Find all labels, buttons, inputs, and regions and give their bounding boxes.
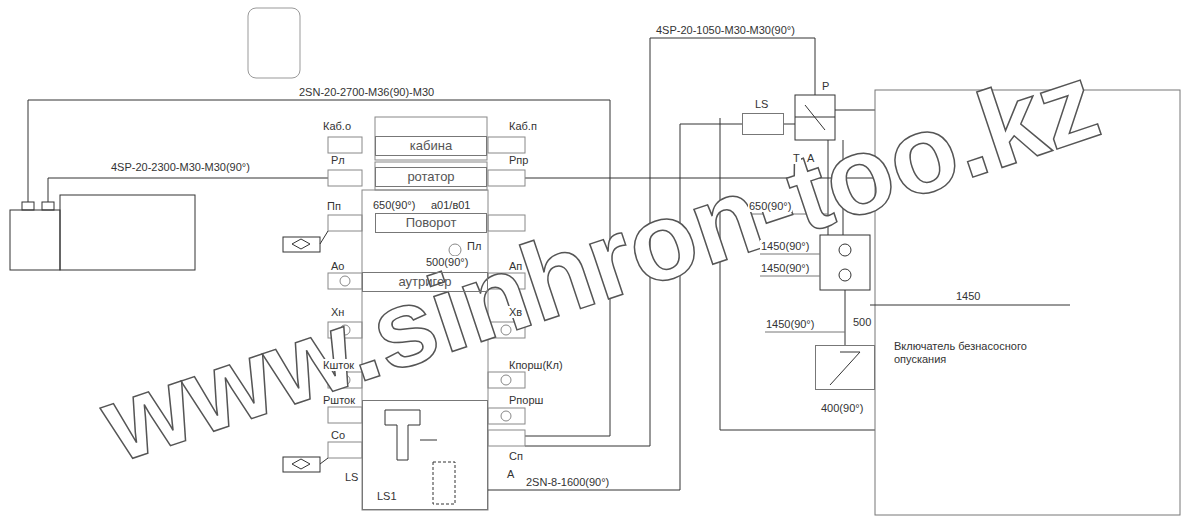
port-label: Рл	[330, 154, 346, 166]
node-text: аутригер	[399, 275, 452, 290]
port-label: Кшток	[322, 359, 355, 371]
watermark: www.sinhron-too.kz	[88, 40, 1112, 485]
valve-section: LS	[742, 113, 784, 135]
pipe	[320, 231, 328, 244]
leader-line	[760, 276, 820, 277]
port-label: 1450	[955, 290, 981, 302]
port-label: 400(90°)	[820, 402, 864, 414]
port-label: 1450(90°)	[760, 262, 810, 274]
pump-box	[10, 210, 60, 270]
node-text: ротатор	[407, 170, 454, 185]
valve-section: аутригер	[362, 272, 488, 292]
check-valve	[283, 237, 320, 252]
ls-symbol	[433, 462, 455, 504]
port-label: Хв	[508, 306, 523, 318]
port	[42, 202, 54, 210]
port-label: Кпорш(Кл)	[508, 359, 564, 371]
port-label: Ао	[330, 260, 345, 272]
port-block	[328, 137, 362, 153]
section-outline	[375, 117, 487, 160]
check-valve-diamond	[292, 239, 310, 249]
port-label: 650(90°)	[372, 199, 416, 211]
node-text: кабина	[410, 139, 452, 154]
port-block	[328, 442, 362, 458]
pipe	[48, 178, 328, 202]
port-label: Ршток	[322, 394, 356, 406]
port-label: T	[792, 152, 801, 164]
port-block	[328, 170, 362, 186]
node-text: Включатель безнасосного опускания	[894, 340, 1034, 365]
port-label: 1450(90°)	[760, 240, 810, 252]
port-circle	[839, 269, 851, 281]
port	[22, 202, 34, 210]
port-circle	[501, 375, 511, 385]
valve-section: кабина	[375, 136, 487, 156]
cabin-outline	[248, 8, 300, 78]
port-block	[328, 215, 362, 231]
port-label: Пл	[466, 240, 482, 252]
port-block	[488, 137, 525, 153]
port-label: LS	[344, 471, 359, 483]
node-text: LS	[755, 98, 768, 111]
scheme-lines	[10, 8, 1180, 515]
port-label: Хн	[330, 306, 345, 318]
pipe	[784, 124, 795, 125]
section-outline	[375, 162, 487, 190]
valve-section: ротатор	[375, 167, 487, 187]
node-text: LS1	[377, 490, 397, 503]
check-valve-diamond	[292, 459, 310, 469]
port-label: а01/в01	[430, 199, 472, 211]
port-label: P	[821, 80, 830, 92]
port-label: Каб.о	[322, 120, 352, 132]
port-label: Рпр	[508, 154, 529, 166]
port-label: 4SP-20-1050-M30-M30(90°)	[655, 24, 796, 36]
pipe	[870, 305, 1070, 306]
pipe	[845, 290, 846, 345]
port-block	[488, 430, 525, 446]
valve-section: Включатель безнасосного опускания	[815, 345, 875, 390]
port-block	[488, 170, 525, 186]
node-text: Поворот	[406, 216, 457, 231]
tank-box	[60, 195, 195, 270]
port-label: Каб.п	[508, 120, 538, 132]
hose-label: 2SN-8-1600(90°)	[525, 476, 610, 488]
switch-symbol	[840, 352, 860, 353]
port-label: Ап	[508, 260, 523, 272]
port-label: Рпорш	[508, 394, 544, 406]
port-block	[488, 372, 525, 388]
port-circle	[501, 411, 511, 421]
port-label: 500(90°)	[425, 256, 469, 268]
valve-section: Поворот	[375, 213, 487, 233]
port-circle	[839, 244, 851, 256]
port-label: 2SN-20-2700-M36(90)-M30	[298, 86, 435, 98]
check-valve	[283, 457, 320, 472]
port-label: Пп	[326, 200, 342, 212]
port-label: A	[506, 468, 515, 480]
pipe	[420, 440, 437, 441]
port-label: 650(90°)	[748, 200, 792, 212]
port-label: 1450(90°)	[765, 318, 815, 330]
pipe	[320, 458, 328, 464]
port-block	[488, 408, 525, 424]
port-label: Со	[330, 429, 346, 441]
port-label: 500	[852, 316, 872, 328]
port-label: A	[806, 152, 815, 164]
valve-section: LS1	[362, 400, 488, 510]
switch-symbol	[830, 352, 860, 385]
port-label: 4SP-20-2300-M30-M30(90°)	[110, 161, 251, 173]
port-label: Сп	[508, 450, 524, 462]
ls-symbol	[385, 410, 420, 460]
leader-line	[765, 332, 845, 333]
